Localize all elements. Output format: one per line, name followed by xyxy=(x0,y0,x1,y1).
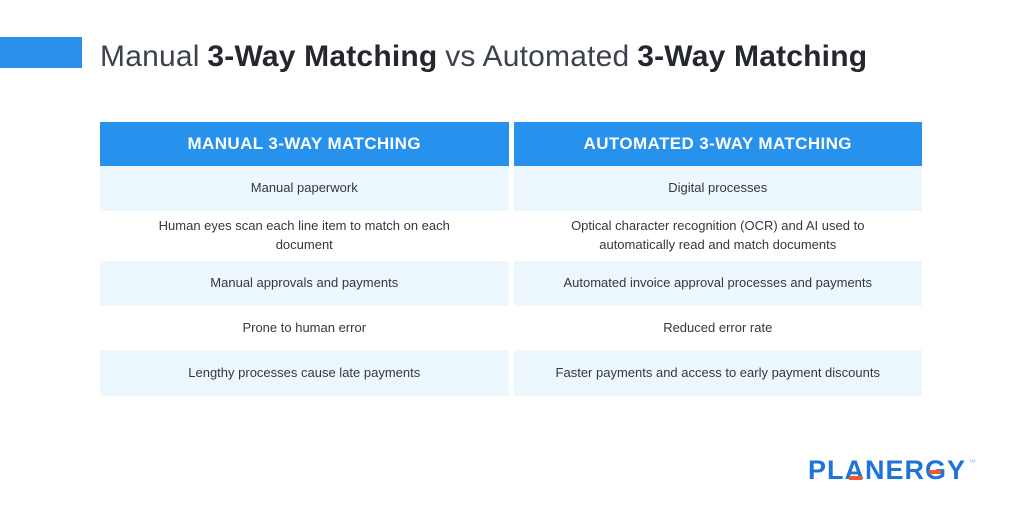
accent-bar xyxy=(0,37,82,68)
planergy-logo-text: PLANERGY xyxy=(808,455,967,485)
logo-a-crossbar-accent xyxy=(849,476,862,480)
title-part-3way-1: 3-Way Matching xyxy=(207,40,438,73)
table-cell-manual-paperwork: Manual paperwork xyxy=(100,166,509,211)
title-part-manual: Manual xyxy=(100,40,200,73)
table-cell-digital-processes: Digital processes xyxy=(513,166,922,211)
table-cell-human-error: Prone to human error xyxy=(100,306,509,350)
table-cell-human-eyes: Human eyes scan each line item to match … xyxy=(100,211,509,261)
logo-g-crossbar-accent xyxy=(929,470,941,474)
table-cell-manual-approvals: Manual approvals and payments xyxy=(100,261,509,306)
column-header-manual: Manual 3-Way Matching xyxy=(100,122,509,166)
table-cell-ocr-ai: Optical character recognition (OCR) and … xyxy=(513,211,922,261)
title-part-3way-2: 3-Way Matching xyxy=(637,40,868,73)
table-cell-lengthy-processes: Lengthy processes cause late payments xyxy=(100,350,509,396)
table-cell-reduced-error: Reduced error rate xyxy=(513,306,922,350)
title-part-vs-automated: vs Automated xyxy=(445,40,630,73)
column-header-automated: Automated 3-Way Matching xyxy=(513,122,922,166)
trademark-symbol: ™ xyxy=(968,458,977,467)
table-cell-faster-payments: Faster payments and access to early paym… xyxy=(513,350,922,396)
comparison-table: Manual 3-Way Matching Automated 3-Way Ma… xyxy=(100,122,922,396)
planergy-logo: PLANERGY ™ xyxy=(808,457,976,491)
table-cell-automated-approvals: Automated invoice approval processes and… xyxy=(513,261,922,306)
